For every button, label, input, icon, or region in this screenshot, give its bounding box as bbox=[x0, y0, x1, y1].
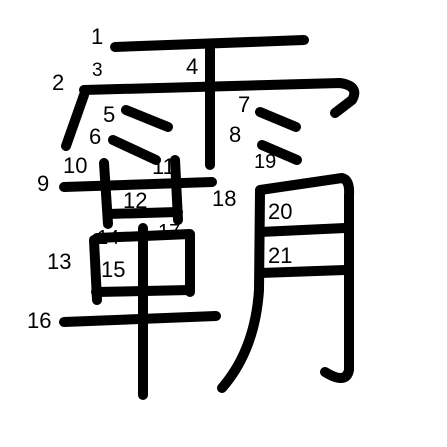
stroke-number-21: 21 bbox=[268, 243, 293, 268]
stroke-number-15: 15 bbox=[101, 257, 126, 282]
stroke-number-14: 14 bbox=[97, 227, 120, 249]
stroke-19 bbox=[255, 173, 355, 383]
stroke-5 bbox=[121, 105, 173, 132]
stroke-number-10: 10 bbox=[63, 153, 88, 178]
stroke-18 bbox=[217, 187, 265, 393]
stroke-21 bbox=[255, 265, 350, 278]
stroke-number-7: 7 bbox=[238, 92, 251, 117]
stroke-7 bbox=[255, 107, 301, 132]
stroke-8 bbox=[257, 140, 302, 165]
stroke-number-4: 4 bbox=[186, 54, 199, 79]
stroke-number-19: 19 bbox=[254, 151, 277, 173]
stroke-6 bbox=[108, 135, 161, 165]
stroke-12 bbox=[103, 207, 183, 219]
stroke-number-3: 3 bbox=[92, 60, 103, 81]
stroke-number-16: 16 bbox=[27, 308, 52, 333]
stroke-number-5: 5 bbox=[103, 102, 116, 127]
stroke-20 bbox=[255, 223, 350, 237]
stroke-number-9: 9 bbox=[37, 171, 50, 196]
stroke-number-20: 20 bbox=[268, 199, 293, 224]
stroke-3 bbox=[79, 78, 360, 118]
stroke-2 bbox=[61, 90, 89, 151]
stroke-number-6: 6 bbox=[89, 124, 102, 149]
stroke-number-11: 11 bbox=[152, 154, 175, 179]
stroke-number-8: 8 bbox=[229, 122, 242, 147]
stroke-number-13: 13 bbox=[47, 249, 72, 274]
stroke-number-1: 1 bbox=[91, 24, 104, 49]
stroke-14 bbox=[92, 229, 195, 297]
stroke-number-2: 2 bbox=[52, 70, 65, 95]
stroke-9 bbox=[59, 177, 217, 192]
stroke-number-12: 12 bbox=[123, 188, 148, 213]
stroke-number-17: 17 bbox=[158, 221, 181, 243]
stroke-number-18: 18 bbox=[212, 186, 237, 211]
